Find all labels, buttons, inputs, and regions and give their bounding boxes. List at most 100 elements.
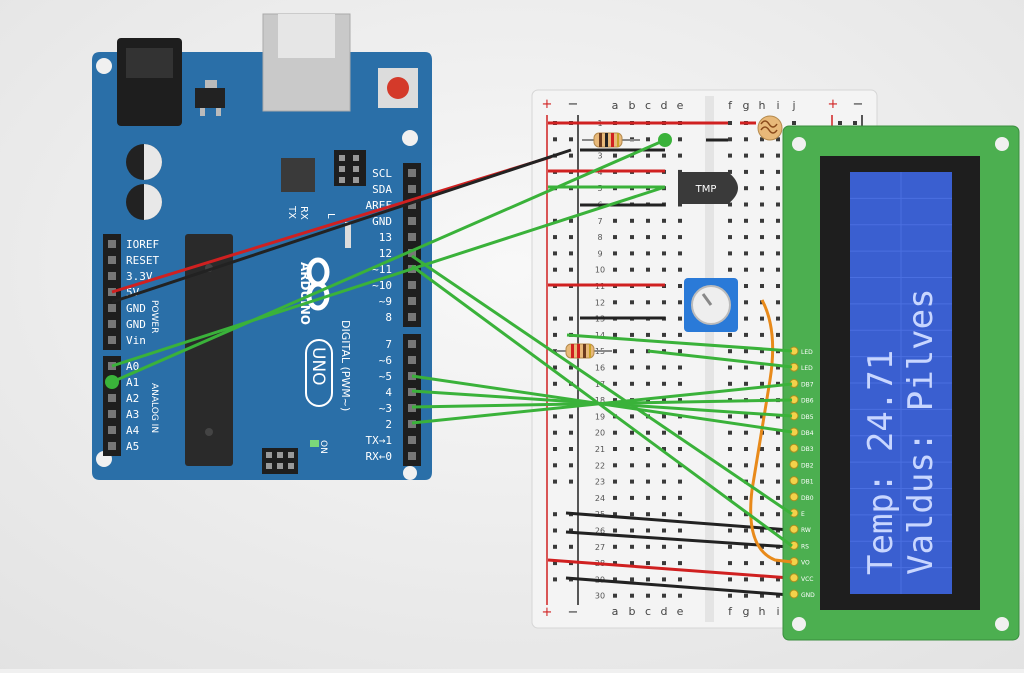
header-pin[interactable] [408, 281, 416, 289]
pin-label: GND [126, 302, 146, 315]
header-pin[interactable] [108, 336, 116, 344]
breadboard-hole [776, 512, 780, 517]
header-pin[interactable] [108, 394, 116, 402]
pin-label: 8 [385, 311, 392, 324]
breadboard-hole [646, 479, 650, 484]
breadboard-hole [613, 447, 617, 451]
header-pin[interactable] [408, 436, 416, 444]
header-pin[interactable] [408, 340, 416, 348]
row-number: 12 [595, 298, 605, 307]
breadboard-hole [776, 169, 780, 174]
breadboard-hole [760, 169, 764, 174]
pin-label: SDA [372, 183, 392, 196]
icsp-pin [339, 177, 345, 183]
pin-label: ~6 [379, 354, 392, 367]
header-pin[interactable] [408, 404, 416, 412]
header-pin[interactable] [408, 452, 416, 460]
model-label: UNO [308, 347, 328, 386]
breadboard-hole [760, 528, 764, 533]
breadboard-labels: 1234567891011121314151617181920212223242… [595, 99, 796, 618]
header-pin[interactable] [108, 442, 116, 450]
column-letter: c [645, 605, 651, 618]
header-pin[interactable] [108, 256, 116, 264]
icsp-pin [339, 166, 345, 172]
header-pin[interactable] [408, 217, 416, 225]
breadboard-hole [678, 137, 682, 142]
lcd-pin[interactable] [789, 573, 799, 583]
breadboard-hole [630, 365, 634, 370]
lcd-pin[interactable] [789, 459, 799, 469]
breadboard-hole [662, 153, 666, 158]
breadboard-hole [728, 479, 732, 484]
breadboard-hole [678, 447, 682, 451]
breadboard-hole [776, 561, 780, 566]
breadboard-jumpers [547, 121, 791, 597]
breadboard-hole [760, 447, 764, 451]
breadboard-hole [630, 512, 634, 517]
breadboard-hole [728, 349, 732, 354]
breadboard-hole [630, 414, 634, 419]
column-letter: f [728, 605, 733, 618]
breadboard-hole [728, 381, 732, 386]
header-pin[interactable] [108, 426, 116, 434]
breadboard-hole [613, 528, 617, 533]
header-pin[interactable] [408, 356, 416, 364]
header-pin[interactable] [408, 420, 416, 428]
breadboard-hole [662, 414, 666, 419]
breadboard-hole [760, 561, 764, 566]
breadboard-hole [678, 381, 682, 386]
breadboard-hole [678, 332, 682, 337]
wire-orange [749, 299, 793, 564]
header-pin[interactable] [408, 169, 416, 177]
breadboard-hole [776, 463, 780, 468]
lcd-pin[interactable] [789, 524, 799, 534]
tx-led [345, 234, 351, 248]
breadboard-hole [760, 349, 764, 354]
pin-label: IOREF [126, 238, 159, 251]
header-pin[interactable] [408, 233, 416, 241]
lcd-pin[interactable] [789, 589, 799, 599]
breadboard-hole [744, 186, 748, 191]
header-pin[interactable] [108, 272, 116, 280]
breadboard-hole [662, 251, 666, 256]
header-pin[interactable] [108, 410, 116, 418]
breadboard-hole [744, 544, 748, 549]
header-pin[interactable] [408, 297, 416, 305]
lcd-pin-label: DB1 [801, 479, 814, 486]
header-pin[interactable] [408, 313, 416, 321]
lcd-pin[interactable] [789, 443, 799, 453]
breadboard-hole [613, 544, 617, 549]
rail-hole [553, 251, 557, 256]
breadboard-hole [662, 218, 666, 223]
breadboard-hole [728, 495, 732, 500]
breadboard-hole [760, 544, 764, 549]
breadboard-hole [646, 332, 650, 337]
breadboard-hole [776, 479, 780, 484]
breadboard-hole [678, 544, 682, 549]
header-pin[interactable] [408, 249, 416, 257]
lcd-pin[interactable] [789, 476, 799, 486]
voltage-regulator [195, 88, 225, 108]
header-pin[interactable] [408, 201, 416, 209]
power-section-label: POWER [149, 300, 159, 333]
lcd-pin-label: GND [801, 592, 815, 599]
rail-hole [553, 316, 557, 321]
header-pin[interactable] [108, 320, 116, 328]
breadboard-hole [630, 561, 634, 566]
lcd-pin-header: LEDLEDDB7DB6DB5DB4DB3DB2DB1DB0ERWRSVOVCC… [789, 346, 815, 599]
column-letter: e [677, 99, 684, 112]
header-pin[interactable] [108, 304, 116, 312]
breadboard-hole [678, 251, 682, 256]
breadboard-hole [744, 577, 748, 582]
breadboard-hole [728, 202, 732, 207]
breadboard-hole [646, 218, 650, 223]
rail-hole [553, 544, 557, 549]
lcd-pin[interactable] [789, 492, 799, 502]
breadboard-hole [744, 365, 748, 370]
wire-led-minus [647, 349, 793, 369]
breadboard-hole [646, 267, 650, 272]
header-pin[interactable] [108, 240, 116, 248]
header-pin[interactable] [408, 185, 416, 193]
wire-red [547, 558, 791, 580]
breadboard-hole [744, 512, 748, 517]
